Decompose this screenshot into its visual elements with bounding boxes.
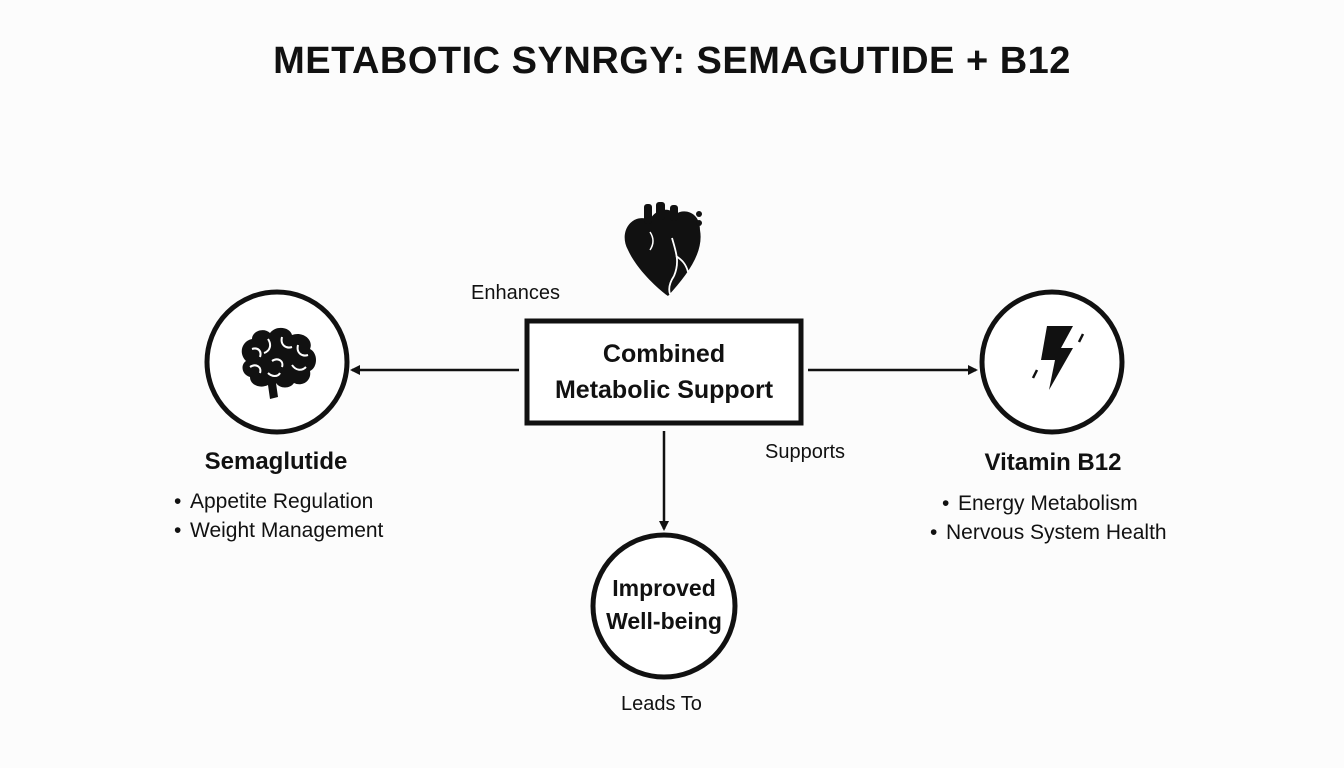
vitamin-b12-bullets: Energy Metabolism Nervous System Health <box>942 489 1167 547</box>
edge-label-enhances: Enhances <box>471 282 560 304</box>
center-box-line1: Combined <box>602 340 726 368</box>
well-being-circle <box>590 532 738 680</box>
vitamin-b12-bullet: Nervous System Health <box>930 518 1167 547</box>
semaglutide-title: Semaglutide <box>204 448 348 475</box>
lightning-bolt-icon <box>1031 326 1085 390</box>
center-box-label: Combined Metabolic Support <box>527 336 801 408</box>
semaglutide-bullet: Weight Management <box>174 516 383 545</box>
vitamin-b12-circle <box>979 289 1125 435</box>
semaglutide-bullets: Appetite Regulation Weight Management <box>174 487 383 545</box>
well-being-label: Improved Well-being <box>594 572 734 638</box>
edge-label-supports: Supports <box>765 441 846 463</box>
semaglutide-bullet: Appetite Regulation <box>174 487 383 516</box>
page-title: METABOTIC SYNRGY: SEMAGUTIDE + B12 <box>273 40 1071 82</box>
heart-icon <box>624 202 702 296</box>
well-being-line1: Improved <box>612 575 716 601</box>
center-box <box>524 318 804 426</box>
vitamin-b12-title: Vitamin B12 <box>984 449 1122 476</box>
well-being-line2: Well-being <box>606 608 722 634</box>
center-box-line2: Metabolic Support <box>554 376 774 404</box>
brain-icon <box>241 327 316 399</box>
vitamin-b12-bullet: Energy Metabolism <box>942 489 1167 518</box>
edge-label-leads-to: Leads To <box>621 693 702 715</box>
